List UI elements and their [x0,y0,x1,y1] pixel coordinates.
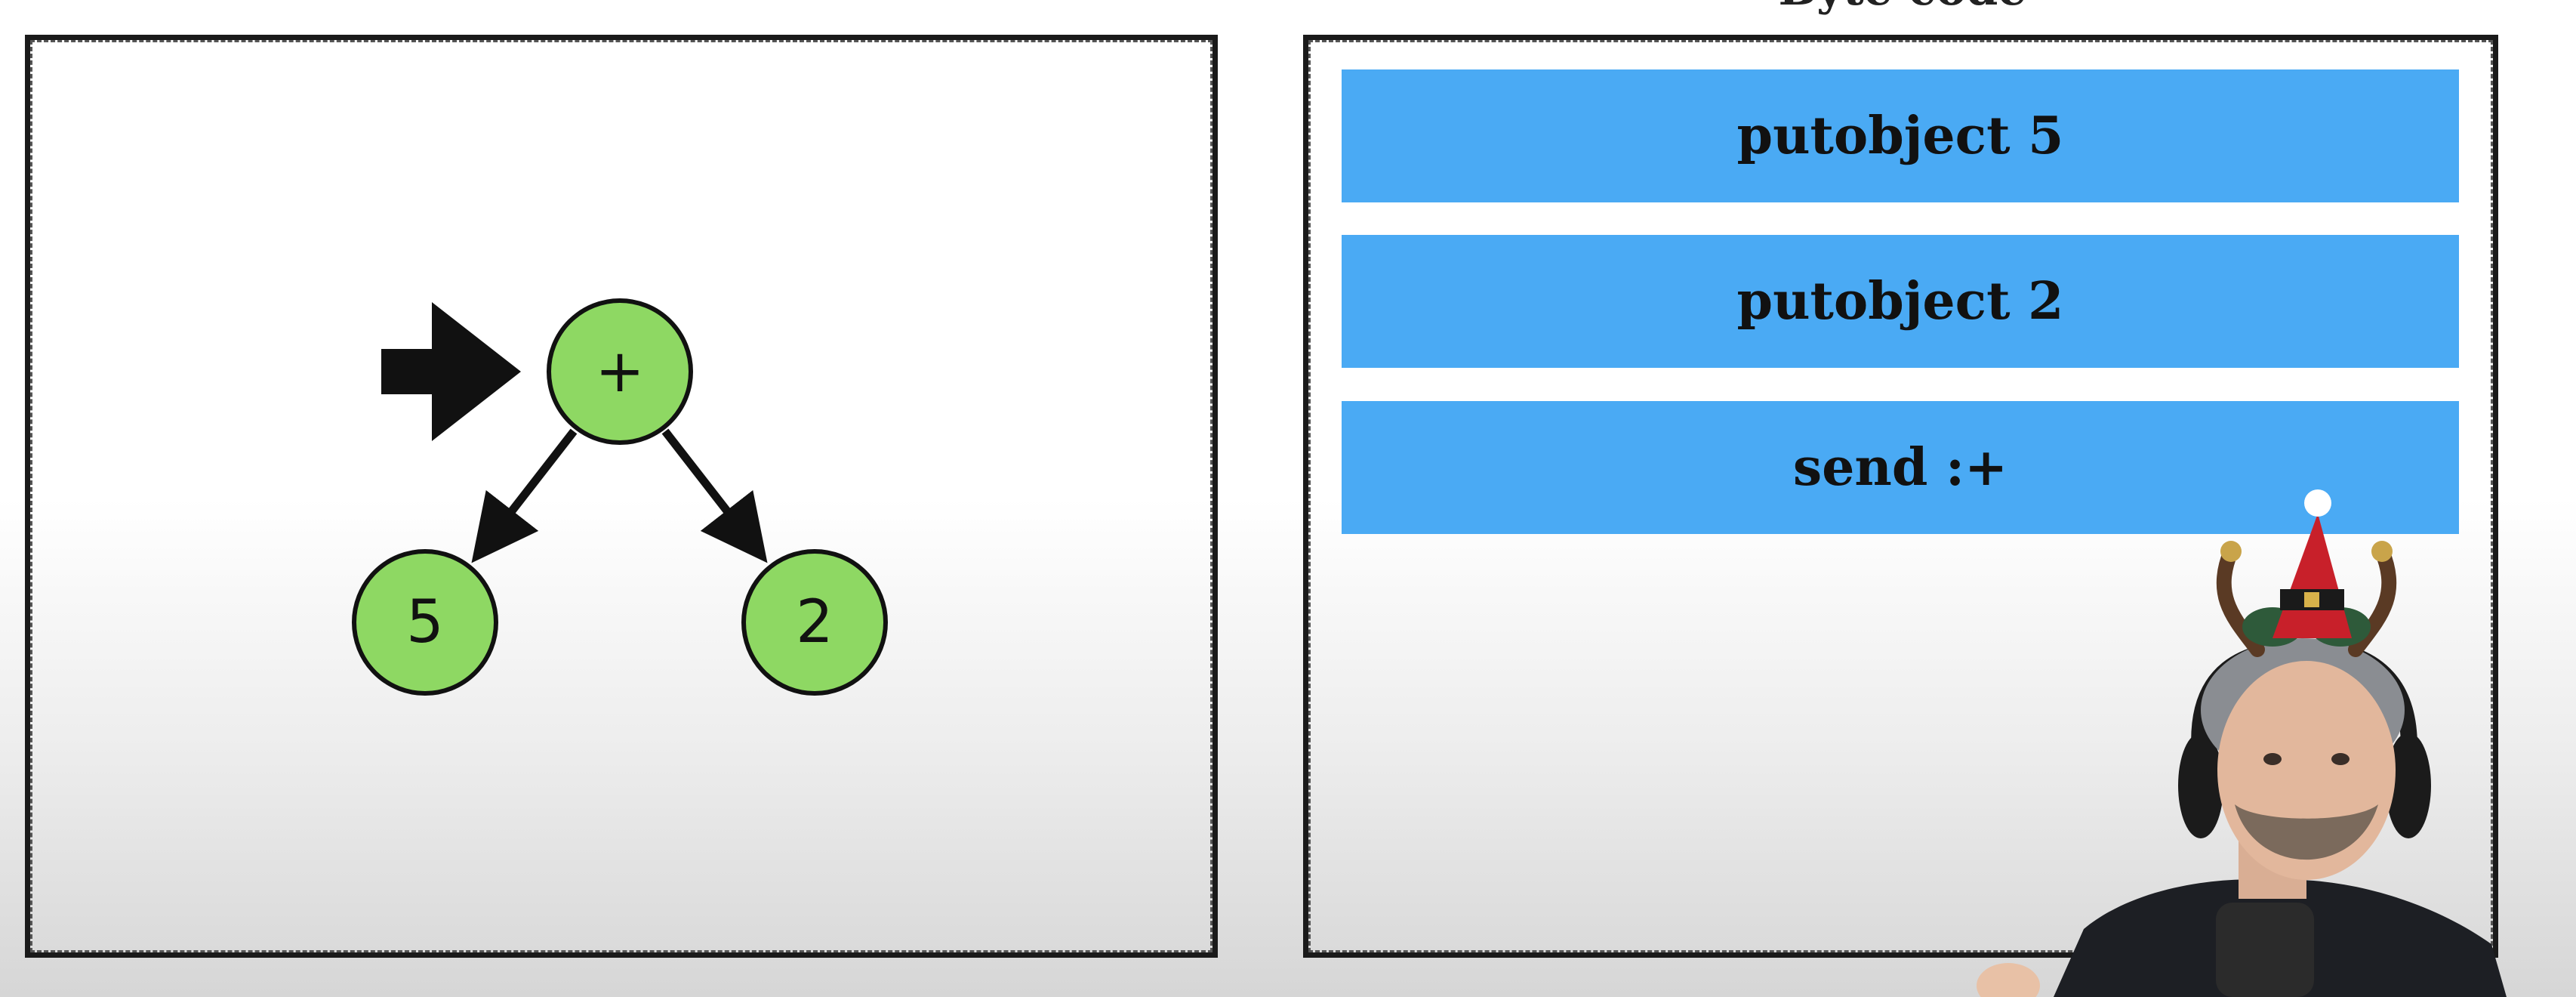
instruction-bar: putobject 2 [1342,235,2459,368]
tree-node-root: + [547,298,693,445]
instruction-bar: putobject 5 [1342,69,2459,202]
bytecode-panel [1303,35,2498,958]
tree-node-right: 2 [741,549,888,696]
instruction-bar: send :+ [1342,401,2459,534]
santa-hat-icon [2272,514,2352,638]
instruction-label: putobject 2 [1736,271,2064,332]
instruction-label: putobject 5 [1736,106,2064,166]
edge-root-left [471,428,578,563]
tree-node-right-label: 2 [796,588,834,656]
tree-node-left: 5 [352,549,498,696]
tree-node-root-label: + [595,338,644,406]
slide-title: Byte code [1736,0,2069,12]
current-node-pointer-icon [381,302,521,441]
instruction-label: send :+ [1792,437,2008,498]
microphone-icon [2216,903,2314,997]
presenter-hand [1977,963,2040,997]
edge-root-right [661,428,768,563]
presenter-beard [2235,804,2378,860]
ast-panel [25,35,1218,958]
tree-node-left-label: 5 [406,588,444,656]
